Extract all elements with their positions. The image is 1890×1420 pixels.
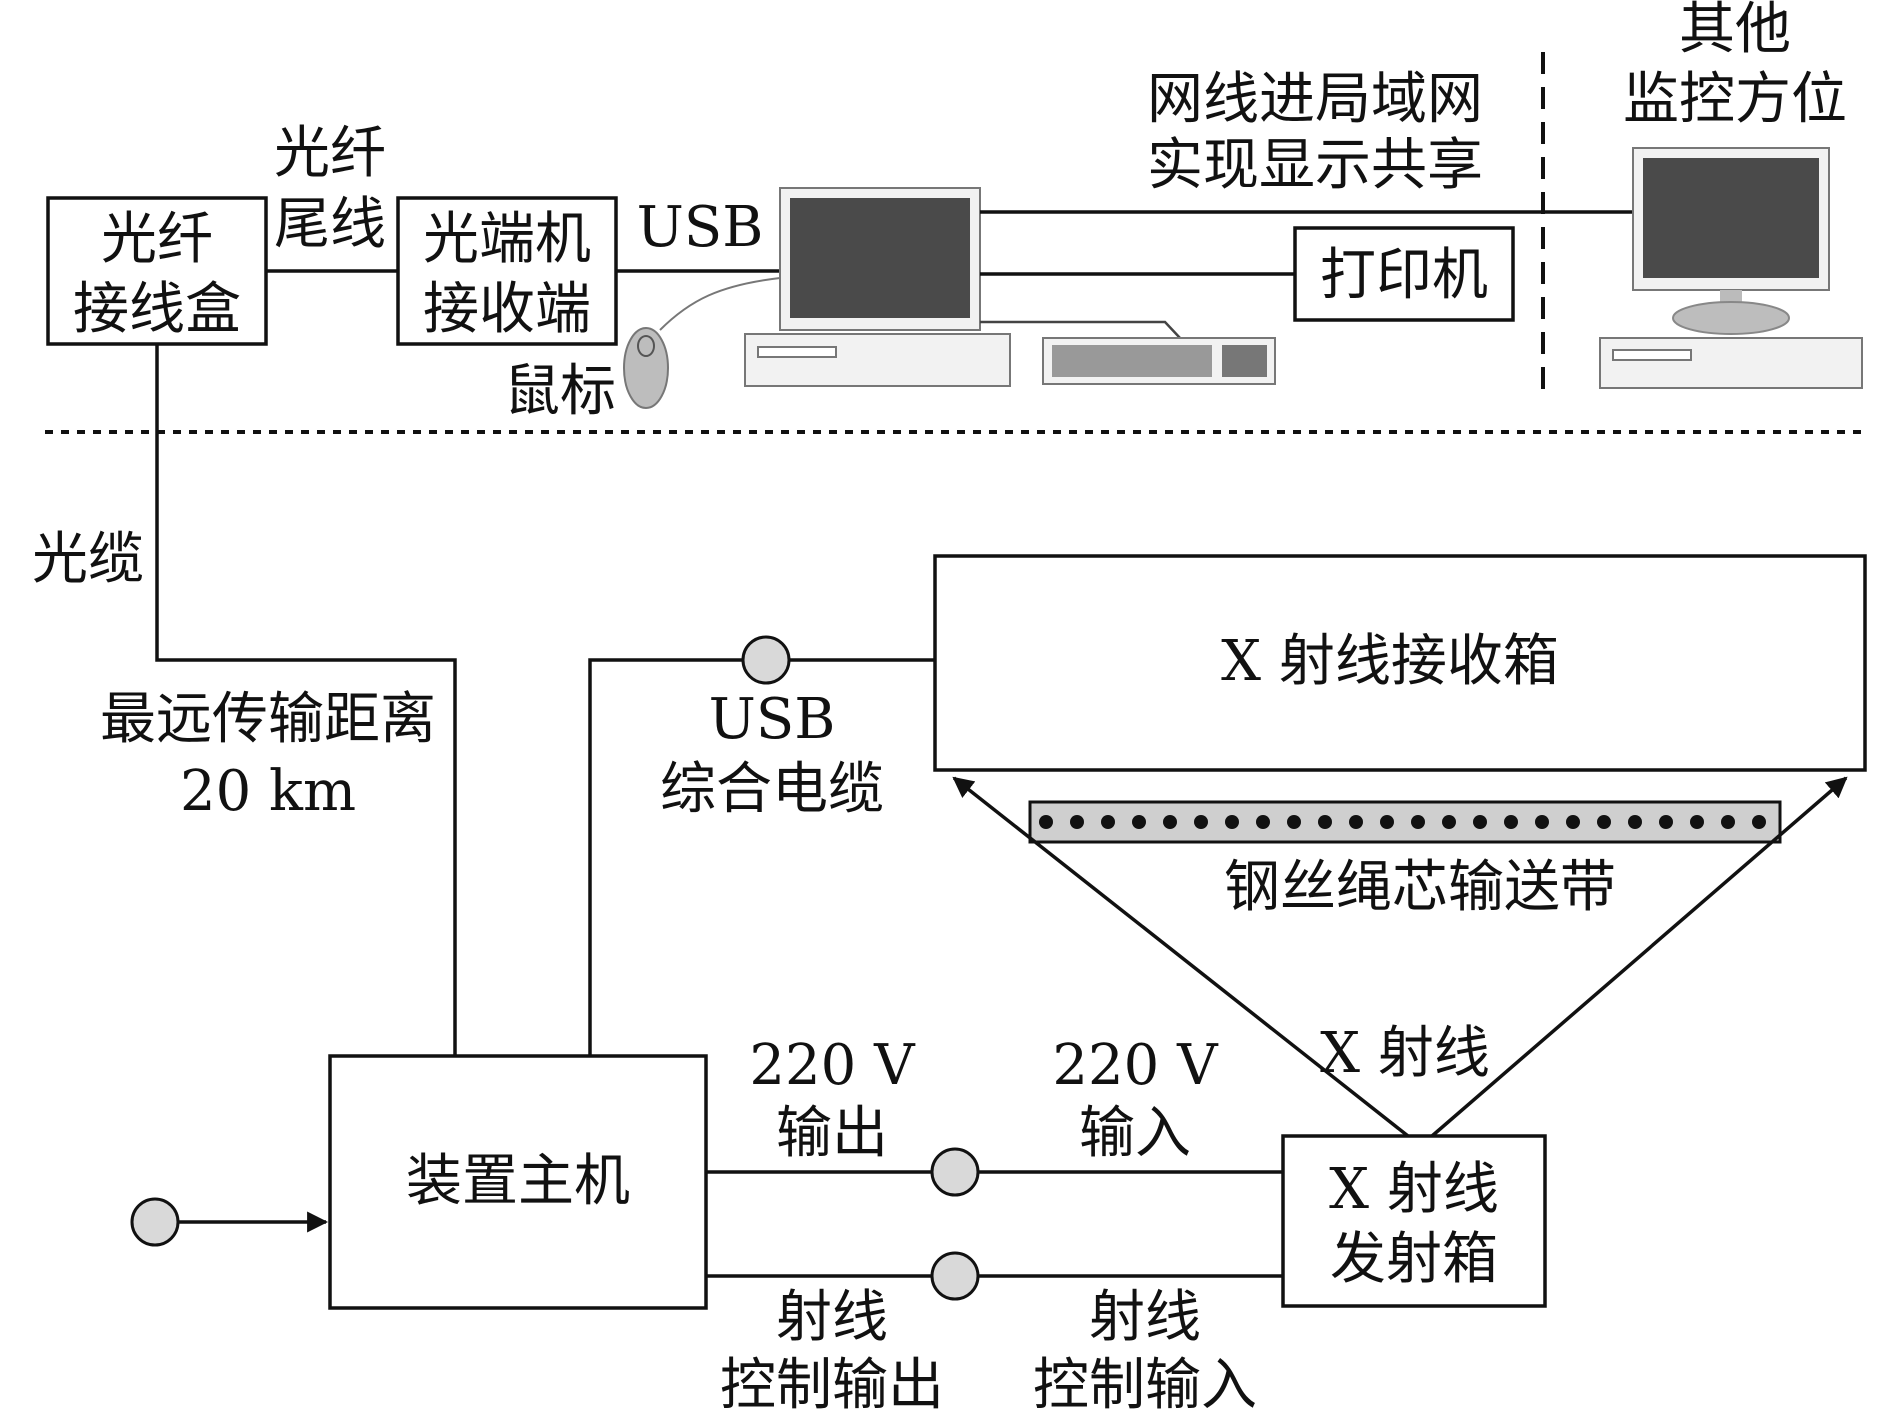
belt-cord-dot — [1349, 815, 1363, 829]
belt-cord-dot — [1566, 815, 1580, 829]
belt-cord-dot — [1101, 815, 1115, 829]
keyboard-icon — [980, 320, 1276, 385]
optical-receiver-box — [396, 196, 618, 346]
host-box — [328, 1054, 708, 1310]
belt-cord-dot — [1256, 815, 1270, 829]
belt-cord-dot — [1690, 815, 1704, 829]
xray-receiver-box — [933, 554, 1867, 772]
pigtail-label-1: 光纤 — [274, 121, 386, 186]
belt-cord-dot — [1752, 815, 1766, 829]
monitor-icon — [1599, 147, 1863, 389]
belt-cord-dot — [1039, 815, 1053, 829]
belt-cord-dot — [1442, 815, 1456, 829]
belt-cord-dot — [1225, 815, 1239, 829]
belt-cord-dot — [1721, 815, 1735, 829]
pigtail-label-2: 尾线 — [274, 192, 386, 257]
ray-ctrl-in-label-1: 射线 — [1089, 1285, 1201, 1350]
belt-cord-dot — [1194, 815, 1208, 829]
power-in-label-1: 220 V — [1052, 1033, 1219, 1098]
xray-label: X 射线 — [1320, 1021, 1490, 1086]
fiber-junction-box — [46, 196, 268, 346]
mouse-label: 鼠标 — [504, 359, 616, 424]
ray-ctrl-in-label-2: 控制输入 — [1033, 1353, 1257, 1415]
mouse-icon — [623, 277, 781, 409]
fiber-cable — [155, 344, 457, 1056]
other-monitor-label-2: 监控方位 — [1623, 67, 1847, 132]
ray-ctrl-out-label-2: 控制输出 — [720, 1353, 944, 1415]
belt-cord-dot — [1597, 815, 1611, 829]
distance-label-1: 最远传输距离 — [100, 687, 436, 752]
ray-control-connector — [930, 1251, 980, 1301]
xray-emitter-box — [1281, 1134, 1547, 1308]
usb-cable-label-2: 综合电缆 — [660, 757, 884, 822]
usb-label-top: USB — [637, 195, 764, 260]
cable-label: 光缆 — [32, 527, 144, 592]
xray-beam-left — [952, 776, 1410, 1138]
belt-cord-dot — [1504, 815, 1518, 829]
emitter-label-2: 发射箱 — [1330, 1227, 1498, 1292]
network-label-2: 实现显示共享 — [1147, 133, 1483, 198]
steel-cord-conveyor-belt — [1028, 800, 1782, 844]
belt-cord-dot — [1163, 815, 1177, 829]
belt-cord-dot — [1287, 815, 1301, 829]
other-monitor-label-1: 其他 — [1679, 0, 1791, 62]
xray-receiver-label: X 射线接收箱 — [1221, 629, 1559, 694]
usb-cable-label-1: USB — [709, 687, 836, 752]
desktop-computer-icon — [744, 187, 1011, 387]
printer-label: 打印机 — [1320, 243, 1488, 308]
fiber-box-label-1: 光纤 — [101, 207, 213, 272]
power-out-label-2: 输出 — [776, 1101, 888, 1166]
printer-box — [1293, 226, 1515, 322]
belt-cord-dot — [1628, 815, 1642, 829]
network-label-1: 网线进局域网 — [1147, 67, 1483, 132]
belt-cord-dot — [1659, 815, 1673, 829]
power-connector — [930, 1147, 980, 1197]
power-in-label-2: 输入 — [1079, 1101, 1191, 1166]
power-out-label-1: 220 V — [749, 1033, 916, 1098]
usb-connector — [741, 635, 791, 685]
fiber-box-label-2: 接线盒 — [73, 277, 241, 342]
belt-cord-dot — [1070, 815, 1084, 829]
belt-label: 钢丝绳芯输送带 — [1224, 855, 1616, 920]
emitter-label-1: X 射线 — [1329, 1157, 1499, 1222]
belt-cord-dot — [1380, 815, 1394, 829]
distance-label-2: 20 km — [180, 759, 356, 824]
ray-ctrl-out-label-1: 射线 — [776, 1285, 888, 1350]
belt-cord-dot — [1411, 815, 1425, 829]
belt-cord-dot — [1535, 815, 1549, 829]
input-connector — [130, 1197, 180, 1247]
host-label: 装置主机 — [406, 1149, 630, 1214]
usb-composite-cable — [588, 658, 935, 1056]
receiver-label-1: 光端机 — [423, 207, 591, 272]
xray-beam-right — [1430, 776, 1848, 1138]
receiver-label-2: 接收端 — [423, 277, 591, 342]
belt-cord-dot — [1318, 815, 1332, 829]
belt-cord-dot — [1132, 815, 1146, 829]
belt-cord-dot — [1473, 815, 1487, 829]
